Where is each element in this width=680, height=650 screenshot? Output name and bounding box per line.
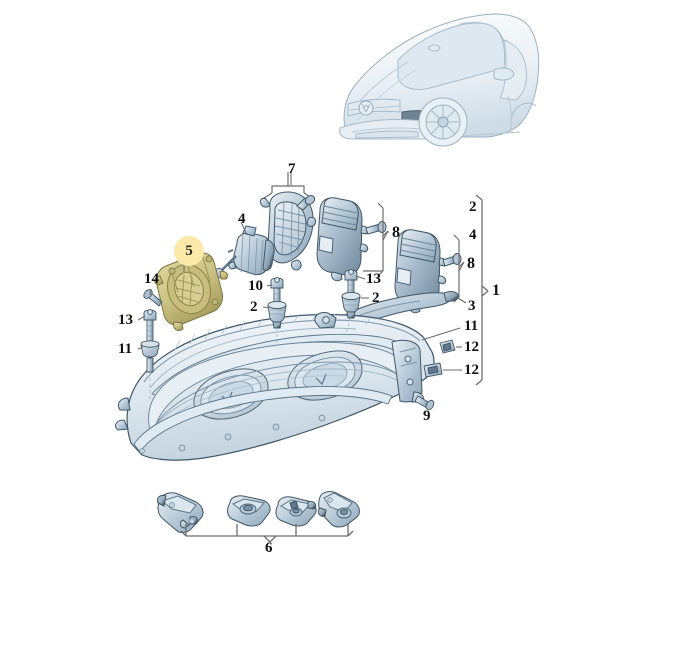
part-12-clip-upper [439,339,456,354]
callout-4: 4 [238,211,246,227]
brace-1-master [475,194,489,386]
callout-1-master: 1 [492,282,500,299]
callout-6: 6 [265,540,273,556]
part-10-bolt-upper [270,277,284,313]
brace-8-left [363,202,389,277]
part-8-right-screw [442,253,462,267]
bracket-b [227,495,271,527]
brace-6 [180,524,354,543]
part-12-clip-lower [423,362,443,378]
bracket-c [275,496,317,527]
callout-13-left: 13 [118,312,133,328]
callout-2-right: 2 [372,290,380,306]
callout-2-left: 2 [250,299,258,315]
part-5-control-unit-module [154,252,229,332]
callout-14: 14 [144,271,159,287]
part-11-flange-bolt-left [140,340,160,373]
part-8-left-screw [365,221,387,235]
vehicle-illustration [339,13,540,147]
part-6-bracket-set [157,491,360,533]
part-8-ballast-left [316,197,387,282]
part-7-screw [296,195,316,211]
callout-12-upper: 12 [464,339,479,355]
callout-9: 9 [423,408,431,424]
part-2-adjuster-nut-left [267,300,287,345]
callout-2-brace: 2 [469,199,477,215]
callout-13-right: 13 [366,271,381,287]
part-1-headlight-assembly [115,312,435,461]
leader-lines [137,172,467,408]
callout-4-brace: 4 [469,227,477,243]
callout-8-right: 8 [467,255,475,272]
bracket-a [157,492,204,533]
part-2-adjuster-nut-right [341,291,361,334]
bracket-d [317,491,360,528]
callout-8-left: 8 [392,224,400,241]
callout-10: 10 [248,278,263,294]
callout-12-lower: 12 [464,362,479,378]
part-13-hex-bolt-right [344,269,358,299]
part-7-cover-cap [258,172,317,271]
callout-11-left: 11 [118,341,133,357]
part-13-hex-bolt-left [143,309,157,346]
part-8-right-ballast [394,229,462,314]
callout-11-brace: 11 [464,318,479,334]
callout-5-highlight: 5 [174,236,204,266]
callout-7: 7 [288,161,296,177]
callout-3: 3 [468,298,476,314]
part-4-range-control-motor [214,225,275,278]
